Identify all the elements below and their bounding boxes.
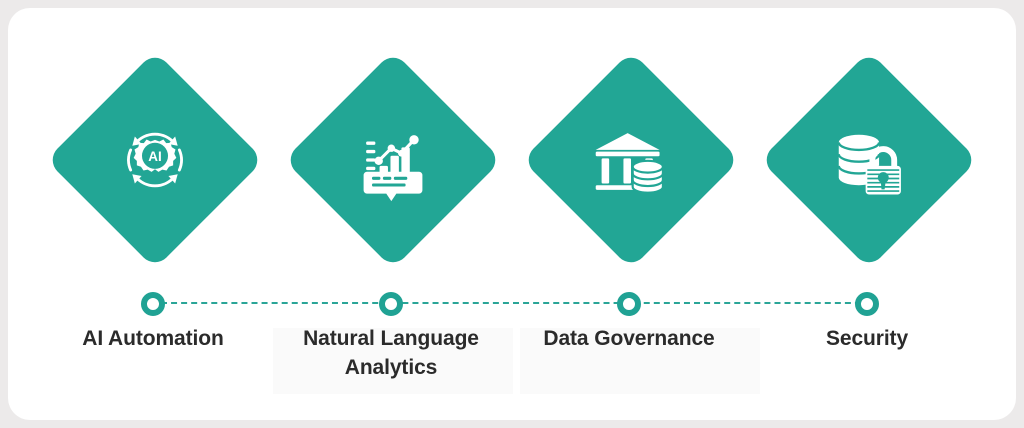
diamond-tile-security[interactable] (760, 51, 978, 269)
diamond-tile-ai-automation[interactable]: AI (46, 51, 264, 269)
timeline-node-ai-automation[interactable] (141, 292, 165, 316)
timeline-label-row: AI Automation Natural Language Analytics… (8, 324, 1016, 408)
bank-database-icon (523, 52, 739, 268)
infographic-card: AI (8, 8, 1016, 420)
connector-dashed-line (161, 302, 871, 304)
diamond-tile-natural-language-analytics[interactable] (284, 51, 502, 269)
ai-gear-cycle-icon: AI (47, 52, 263, 268)
label-data-governance: Data Governance (543, 327, 715, 350)
label-natural-language-analytics: Natural Language Analytics (303, 327, 479, 379)
label-security: Security (825, 327, 909, 350)
diamond-tile-data-governance[interactable] (522, 51, 740, 269)
timeline-node-security[interactable] (855, 292, 879, 316)
timeline-node-data-governance[interactable] (617, 292, 641, 316)
diamond-tile-row: AI (8, 8, 1016, 288)
chat-analytics-chart-icon (285, 52, 501, 268)
label-ai-automation: AI Automation (82, 327, 224, 350)
timeline-connector (8, 280, 1016, 328)
svg-text:AI: AI (148, 149, 161, 164)
database-lock-icon (761, 52, 977, 268)
timeline-node-natural-language-analytics[interactable] (379, 292, 403, 316)
